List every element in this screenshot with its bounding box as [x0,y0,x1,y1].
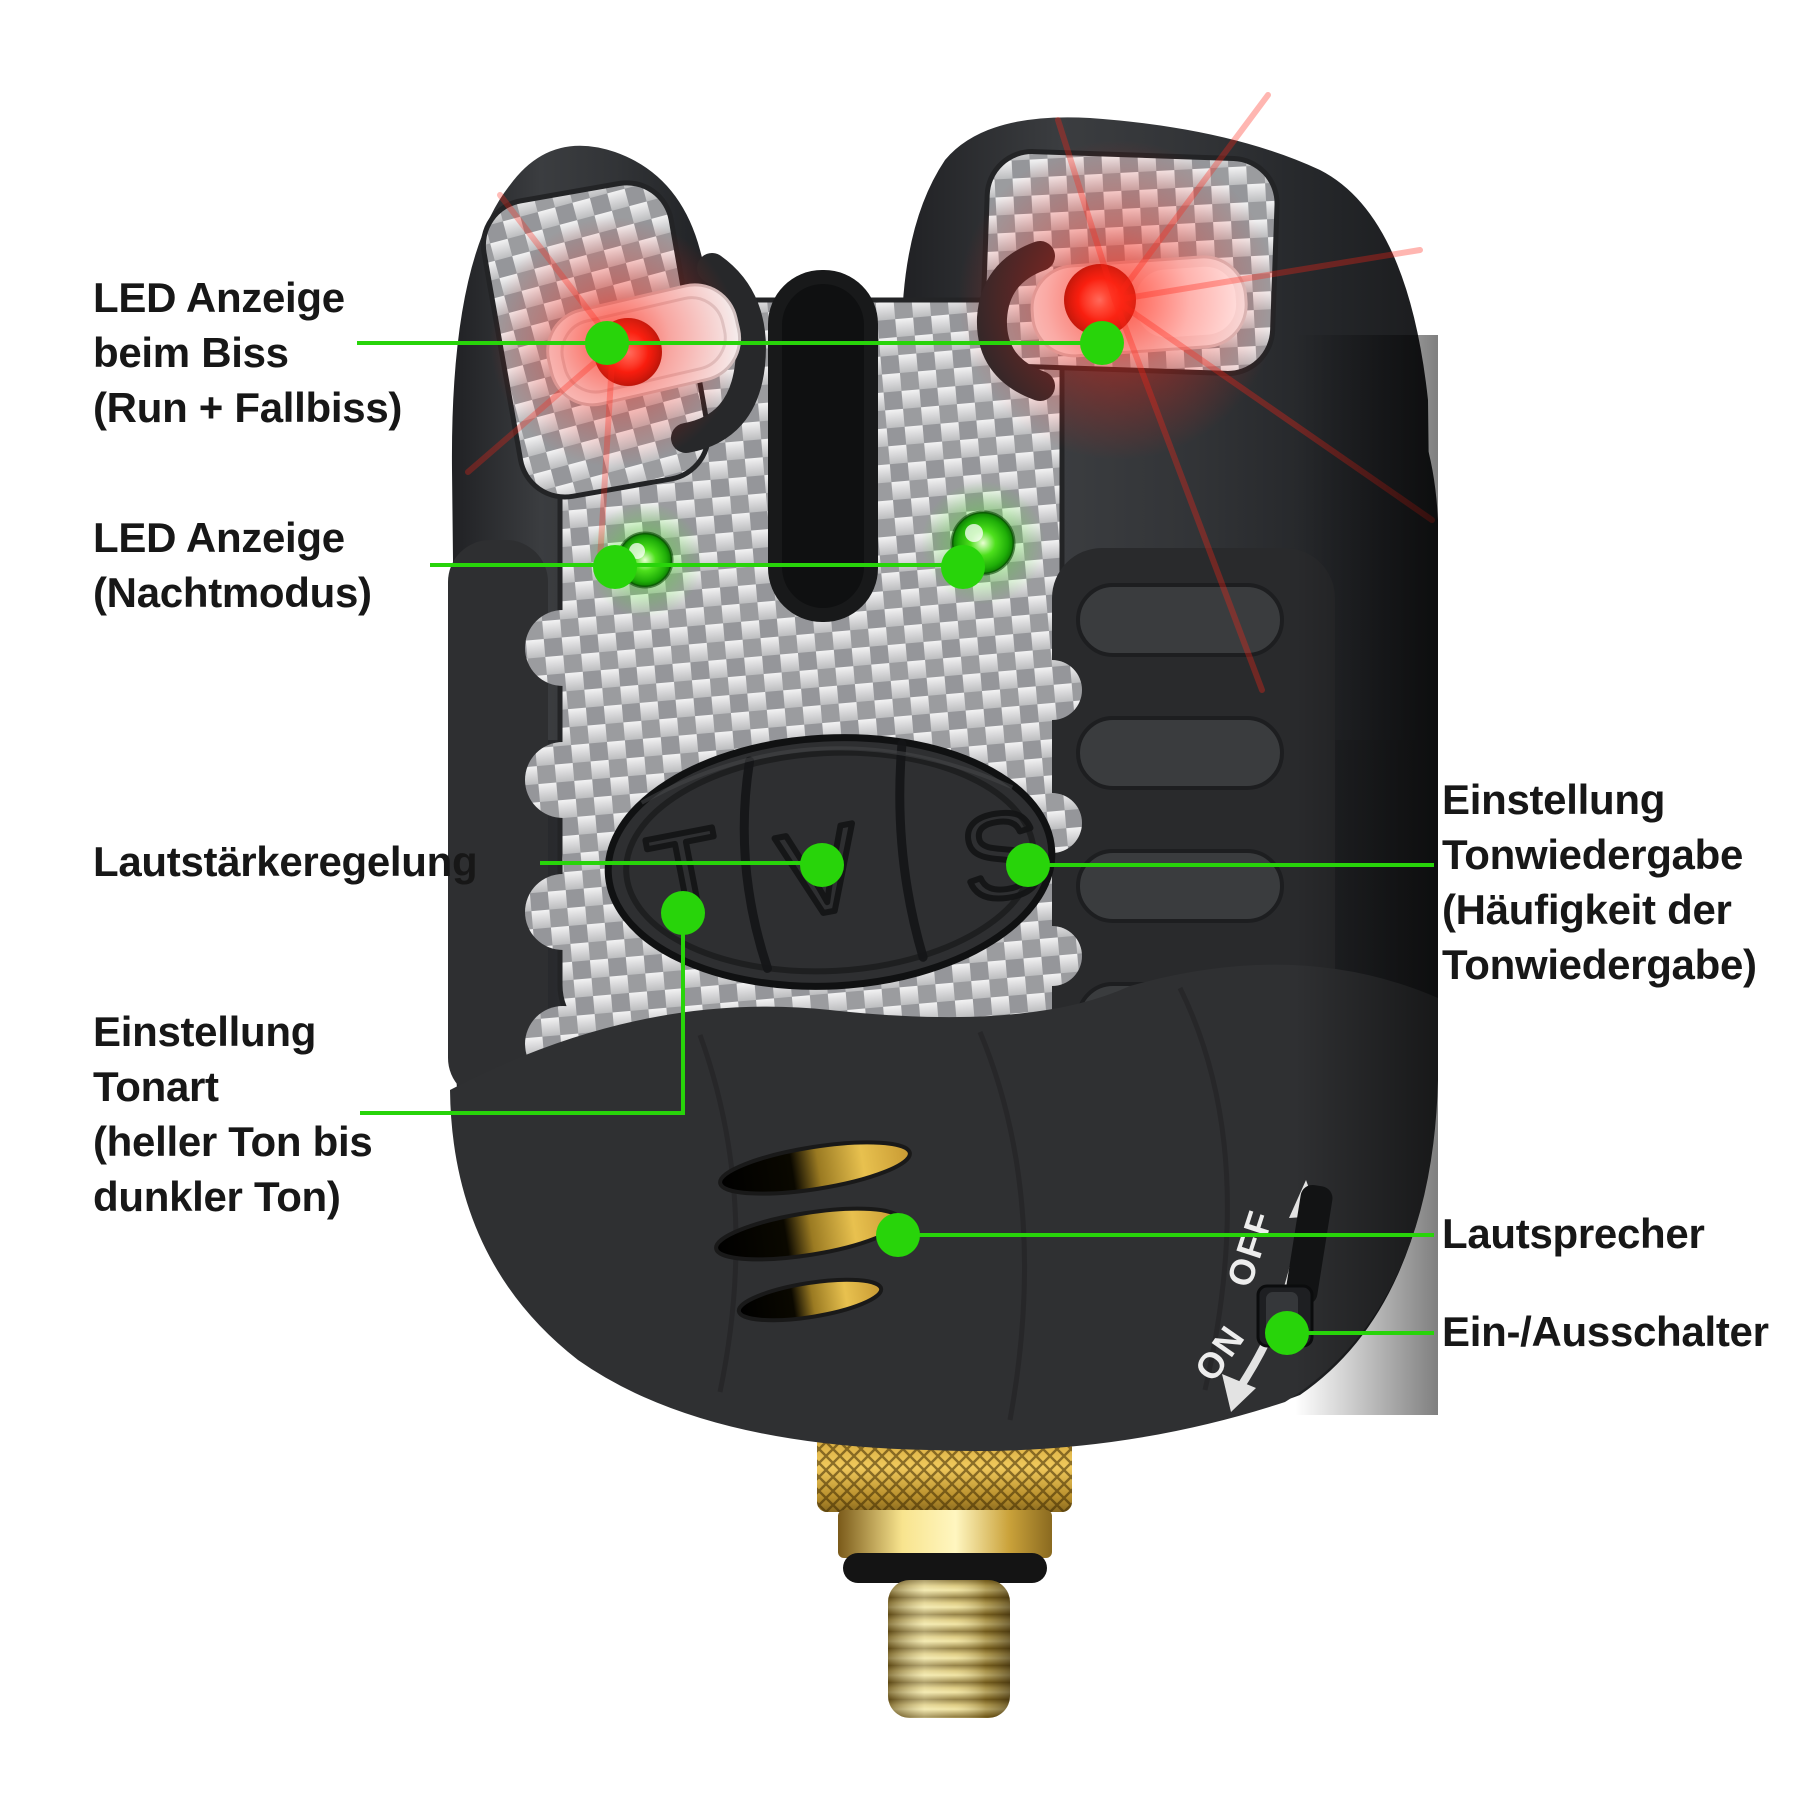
red-led-right [958,92,1435,693]
label-playback: Einstellung Tonwiedergabe (Häufigkeit de… [1442,776,1757,988]
speaker-slots [714,1140,912,1323]
switch-knob [1256,1284,1314,1348]
label-led-bite: LED Anzeige beim Biss (Run + Fallbiss) [93,274,403,431]
o-ring [843,1553,1047,1583]
lower-housing [450,964,1438,1451]
switch-track [1285,1184,1333,1306]
label-power: Ein-/Ausschalter [1442,1308,1769,1355]
label-led-night: LED Anzeige (Nachtmodus) [93,514,372,616]
line-slot [768,270,878,622]
green-led-right [921,481,1045,605]
label-volume: Lautstärkeregelung [93,838,478,885]
green-led-left [587,502,703,618]
label-speaker: Lautsprecher [1442,1210,1705,1257]
threaded-stud [888,1580,1010,1718]
polished-band [838,1510,1052,1558]
label-tone: Einstellung Tonart (heller Ton bis dunkl… [93,1008,373,1220]
